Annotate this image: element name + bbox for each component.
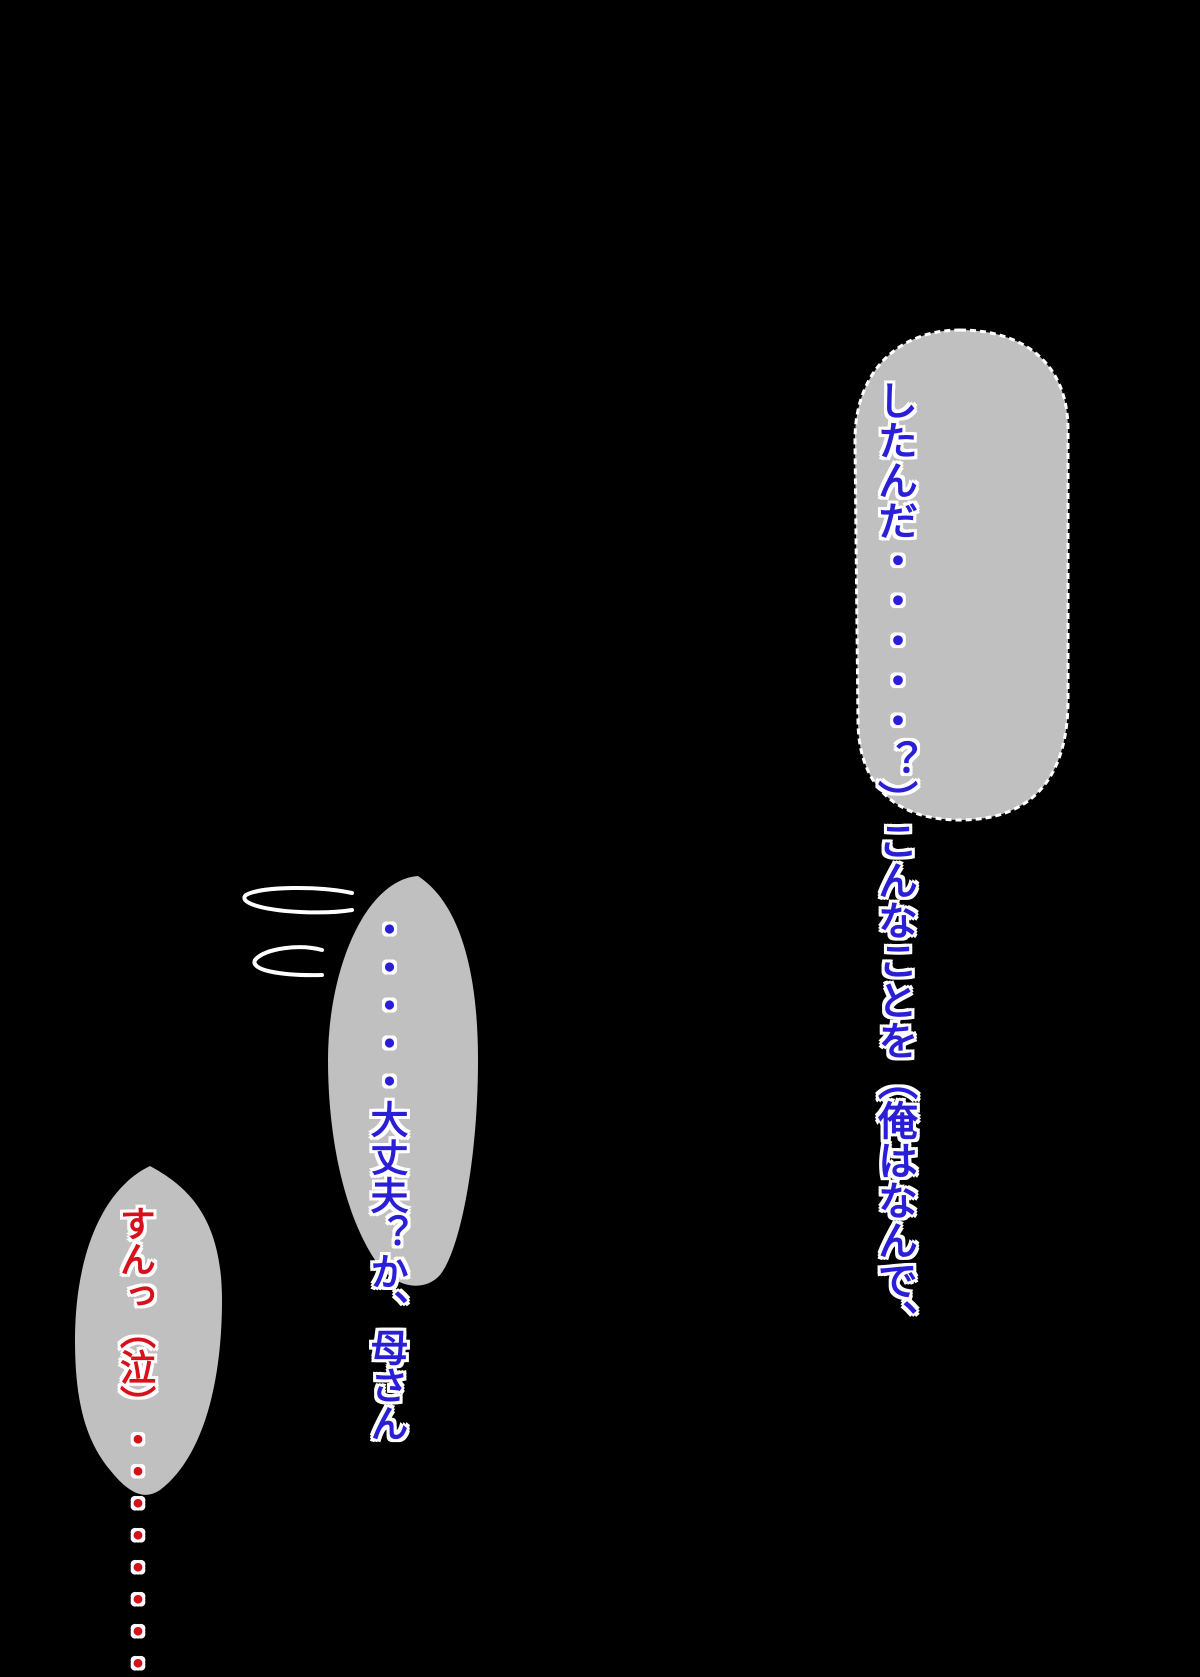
thought-line-2: こんなことを [871, 820, 917, 1060]
crying-line-2: すんっ（泣） [114, 1205, 155, 1421]
thought-bubble [853, 328, 1070, 822]
thought-text: （俺はなんで、 こんなことを したんだ・・・・・？） [870, 380, 918, 1340]
crying-text: ・・・・・・・・ すんっ（泣） [106, 1205, 162, 1677]
speech-bubble [328, 876, 478, 1286]
thought-line-1: （俺はなんで、 [871, 1060, 917, 1340]
speech-text: か、母さん ・・・・・大丈夫？ [362, 910, 410, 1442]
speech-line-1: か、母さん [364, 1252, 408, 1442]
crying-line-1: ・・・・・・・・ [114, 1421, 155, 1677]
thought-line-3: したんだ・・・・・？） [871, 380, 917, 820]
comic-panel: （俺はなんで、 こんなことを したんだ・・・・・？） か、母さん ・・・・・大丈… [75, 328, 1070, 1677]
bubble-layer [75, 328, 1070, 1495]
speech-line-2: ・・・・・大丈夫？ [364, 910, 408, 1252]
tremble-lines [242, 885, 354, 978]
crying-bubble [75, 1166, 222, 1495]
